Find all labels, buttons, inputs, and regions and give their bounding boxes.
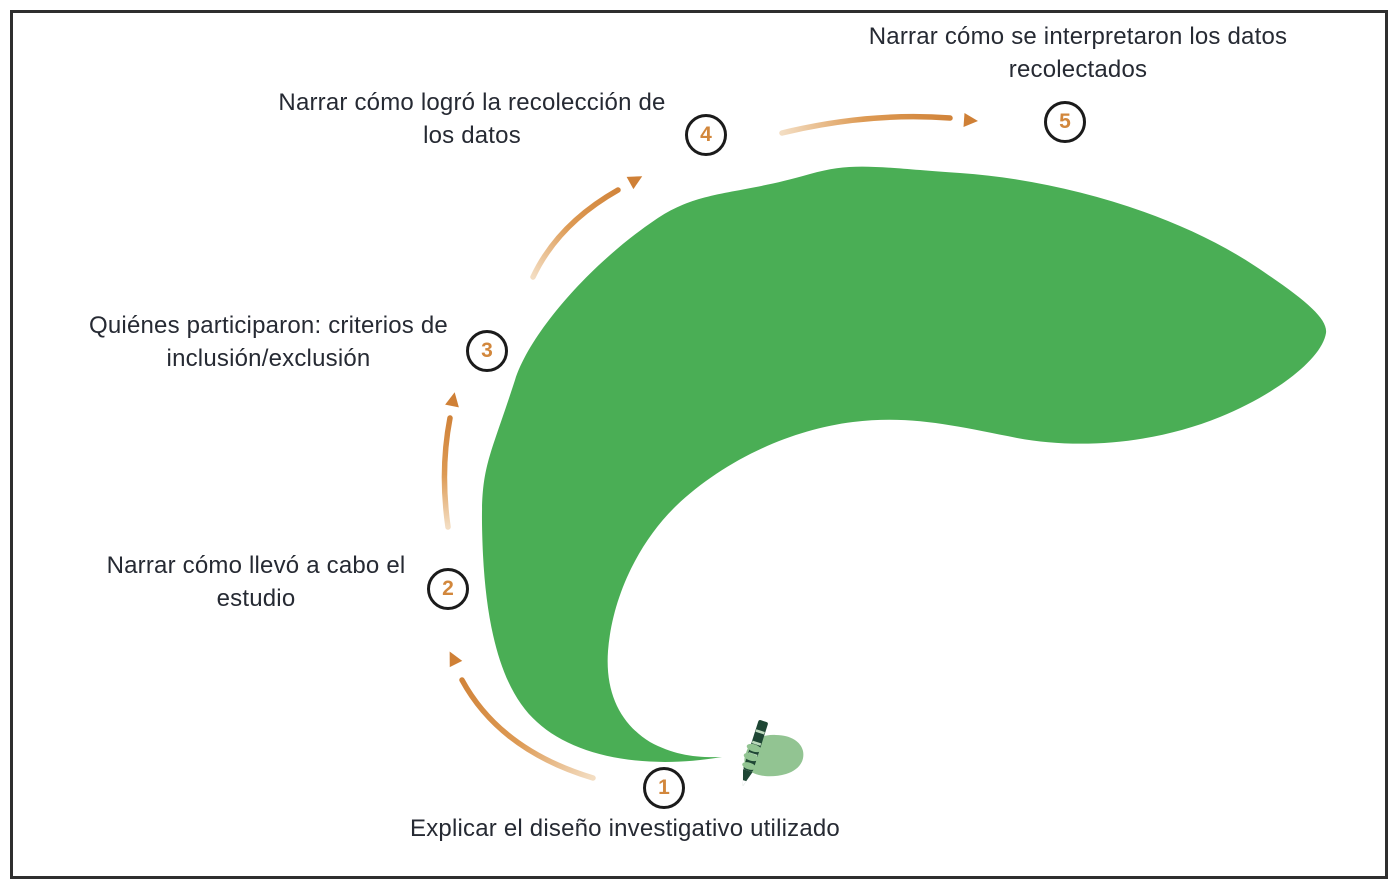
arrow-2-to-3 [441, 392, 459, 530]
step-circle-4: 4 [685, 114, 727, 156]
step-number-2: 2 [442, 577, 454, 600]
step-label-3: Quiénes participaron: criterios de inclu… [89, 312, 448, 372]
arrow-1-to-2 [449, 651, 596, 781]
hand-writing-icon [742, 720, 804, 786]
arrow-3-to-4 [530, 176, 643, 280]
step-number-3: 3 [481, 339, 493, 362]
step-number-1: 1 [658, 776, 670, 799]
step-label-2: Narrar cómo llevó a cabo el estudio [106, 552, 406, 612]
arrow-4-to-5 [779, 113, 978, 136]
step-number-4: 4 [700, 123, 712, 146]
step-label-1: Explicar el diseño investigativo utiliza… [410, 815, 840, 842]
step-circle-5: 5 [1044, 101, 1086, 143]
step-label-4: Narrar cómo logró la recolección de los … [278, 89, 666, 149]
swoosh-shape [481, 166, 1327, 762]
step-number-5: 5 [1059, 110, 1071, 133]
step-label-5: Narrar cómo se interpretaron los datos r… [868, 23, 1288, 83]
step-circle-2: 2 [427, 568, 469, 610]
step-circle-1: 1 [643, 767, 685, 809]
step-circle-3: 3 [466, 330, 508, 372]
